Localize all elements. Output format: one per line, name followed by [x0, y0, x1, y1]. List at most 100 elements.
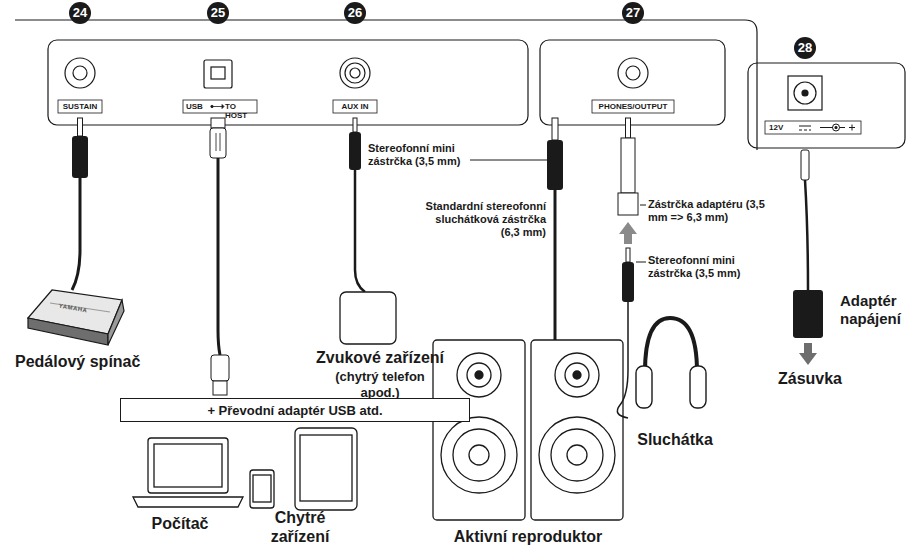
leader-line	[470, 160, 549, 161]
leader-line	[636, 262, 646, 263]
callout-number: 26	[344, 5, 366, 21]
device-name: Aktivní reproduktor	[428, 527, 628, 546]
device-name: Počítač	[125, 514, 235, 533]
power-cable	[801, 150, 809, 180]
jack-socket	[618, 58, 648, 88]
headphones	[645, 318, 697, 372]
callout-number: 28	[794, 40, 816, 56]
box-text: + Převodní adaptér USB atd.	[207, 403, 382, 418]
power-panel	[809, 130, 811, 131]
tablet	[295, 428, 357, 510]
headphones	[636, 366, 652, 408]
plug-label: Stereofonní mini zástrčka (3,5 mm)	[648, 254, 748, 280]
power-panel	[804, 130, 807, 131]
jack-socket	[65, 58, 95, 88]
usb-cable	[211, 118, 225, 128]
jack-label-box	[333, 100, 377, 113]
usb-cable	[216, 133, 220, 151]
device-name: (chytrý telefon apod.)	[318, 369, 442, 400]
headphones	[690, 366, 706, 408]
active-speaker	[457, 353, 501, 397]
active-speaker	[551, 429, 603, 481]
keyboard-rear-panel	[48, 40, 528, 125]
smart-phone	[250, 470, 274, 508]
callout-circle	[69, 2, 816, 59]
smart-phone	[250, 470, 274, 508]
jack-socket	[626, 66, 640, 80]
active-speaker	[453, 429, 505, 481]
jack-label: PHONES/OUTPUT	[592, 102, 674, 112]
usb-icon	[211, 105, 213, 107]
jack-socket	[73, 66, 87, 80]
pedal-switch	[108, 300, 124, 345]
smart-phone	[253, 475, 271, 502]
jack-socket	[211, 67, 225, 79]
active-speaker	[567, 445, 587, 465]
callout-number: 27	[622, 5, 644, 21]
outlet-arrow	[799, 343, 817, 365]
power-panel	[826, 127, 833, 128]
jack-label: SUSTAIN	[58, 102, 102, 112]
active-speaker	[467, 363, 491, 387]
tablet	[295, 428, 357, 510]
jack-label-box	[592, 100, 674, 113]
headphone-cable	[617, 302, 628, 418]
active-speaker	[475, 371, 483, 379]
usb-cable	[210, 118, 229, 395]
speaker-cable	[554, 190, 557, 340]
aux-cable	[349, 132, 361, 170]
callout-number: 24	[69, 5, 91, 21]
pedal-switch	[28, 318, 108, 345]
computer-laptop	[133, 438, 243, 507]
adapter-plug	[621, 138, 635, 193]
plug-label: Stereofonní mini zástrčka (3,5 mm)	[368, 142, 468, 168]
keyboard-rear-panel	[15, 20, 757, 150]
power-panel	[799, 130, 802, 131]
adapter-plug	[626, 118, 631, 138]
audio-device-phone	[340, 292, 396, 344]
callout-circle	[794, 37, 816, 59]
adapter-plug	[618, 118, 638, 215]
jack-label: AUX IN	[333, 102, 377, 112]
aux-cable	[349, 118, 365, 292]
active-speaker	[565, 363, 589, 387]
power-panel	[840, 127, 846, 128]
usb-cable	[213, 381, 227, 395]
sustain-cable	[78, 118, 83, 136]
plug-label: Standardní stereofonní sluchátková zástr…	[418, 200, 546, 240]
active-speaker	[433, 340, 525, 520]
power-cable	[793, 150, 823, 338]
callout-circle	[69, 2, 91, 24]
sustain-cable	[72, 178, 80, 290]
audio-device-phone	[340, 292, 396, 344]
insert-arrow	[619, 222, 637, 244]
headphones	[636, 318, 706, 408]
leader-line	[640, 205, 646, 206]
device-name: Zásuvka	[760, 369, 860, 388]
speaker-cable	[547, 118, 563, 340]
jack-socket	[65, 58, 648, 88]
keyboard-rear-panel	[15, 20, 757, 150]
power-panel	[794, 82, 816, 104]
usb-icon	[222, 105, 224, 109]
device-name: Zvukové zařízení	[270, 348, 490, 367]
adapter-plug	[618, 193, 638, 215]
pedal-switch	[28, 290, 124, 345]
usb-cable	[211, 355, 229, 381]
power-panel	[748, 63, 905, 148]
device-name: Sluchátka	[625, 430, 725, 449]
active-speaker	[531, 340, 623, 520]
power-panel	[799, 126, 811, 127]
active-speaker	[573, 371, 581, 379]
computer-laptop	[154, 444, 222, 487]
usb-icon	[211, 105, 224, 109]
headphone-cable	[617, 248, 634, 418]
computer-laptop	[133, 497, 243, 507]
jack-socket	[345, 63, 365, 83]
jack-socket	[350, 68, 360, 78]
power-panel	[748, 63, 905, 148]
callout-circle	[207, 2, 229, 24]
active-speaker	[539, 417, 615, 493]
